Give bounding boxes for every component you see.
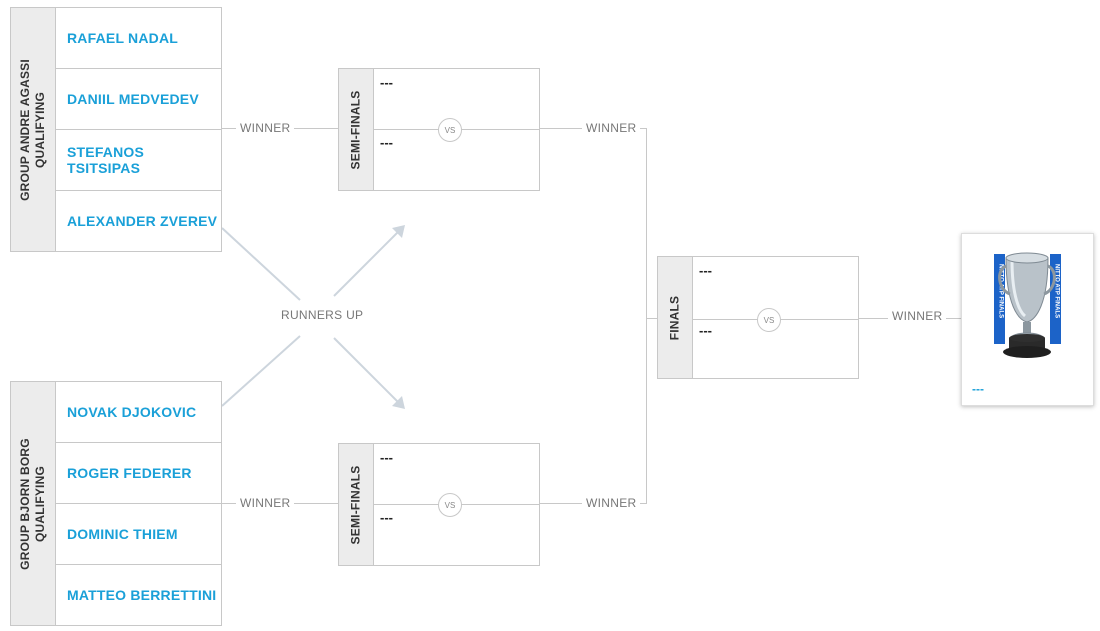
player-link[interactable]: NOVAK DJOKOVIC xyxy=(56,382,221,443)
group-label: GROUP BJORN BORG QUALIFYING xyxy=(18,438,48,570)
group-name: GROUP BJORN BORG xyxy=(18,437,32,570)
player-slot: --- xyxy=(380,510,393,525)
player-slot: --- xyxy=(380,450,393,465)
group-name: GROUP ANDRE AGASSI xyxy=(18,58,32,201)
champion-card[interactable]: NITTO ATP FINALS NITTO ATP FINALS --- xyxy=(961,233,1094,406)
group-label-panel: GROUP BJORN BORG QUALIFYING xyxy=(11,382,56,625)
arrow-line xyxy=(221,227,301,301)
group-qualifying: QUALIFYING xyxy=(33,91,47,168)
player-link[interactable]: MATTEO BERRETTINI xyxy=(67,587,217,603)
ribbon-text: NITTO ATP FINALS xyxy=(998,264,1004,318)
runners-up-label: RUNNERS UP xyxy=(277,308,368,322)
round-label: SEMI-FINALS xyxy=(348,90,363,169)
trophy-icon: NITTO ATP FINALS NITTO ATP FINALS xyxy=(994,252,1061,358)
player-list: NOVAK DJOKOVIC ROGER FEDERER DOMINIC THI… xyxy=(56,382,221,625)
match-body: --- --- VS xyxy=(374,444,539,565)
winner-label: WINNER xyxy=(582,121,641,135)
player-slot: --- xyxy=(699,323,712,338)
arrow-head xyxy=(392,225,405,238)
ribbon-text: NITTO ATP FINALS xyxy=(1054,264,1060,318)
round-label: FINALS xyxy=(667,295,682,340)
player-slot: --- xyxy=(699,263,712,278)
connector-line xyxy=(646,128,647,504)
winner-label: WINNER xyxy=(888,309,947,323)
player-link[interactable]: STEFANOS TSITSIPAS xyxy=(56,130,221,191)
group-label-panel: GROUP ANDRE AGASSI QUALIFYING xyxy=(11,8,56,251)
semifinal-match: SEMI-FINALS --- --- VS xyxy=(338,443,540,566)
vs-badge: VS xyxy=(438,118,462,142)
player-link[interactable]: RAFAEL NADAL xyxy=(56,8,221,69)
group-agassi: GROUP ANDRE AGASSI QUALIFYING RAFAEL NAD… xyxy=(10,7,222,252)
player-link[interactable]: ALEXANDER ZVEREV xyxy=(67,213,218,229)
arrow-line xyxy=(333,227,403,297)
champion-name: --- xyxy=(972,382,984,396)
connector-line xyxy=(646,318,657,319)
vs-badge: VS xyxy=(438,493,462,517)
group-qualifying: QUALIFYING xyxy=(33,465,47,542)
group-label: GROUP ANDRE AGASSI QUALIFYING xyxy=(18,59,48,201)
player-link[interactable]: DANIIL MEDVEDEV xyxy=(56,69,221,130)
player-list: RAFAEL NADAL DANIIL MEDVEDEV STEFANOS TS… xyxy=(56,8,221,251)
winner-label: WINNER xyxy=(236,121,295,135)
match-label-panel: FINALS xyxy=(658,257,693,378)
vs-badge: VS xyxy=(757,308,781,332)
winner-label: WINNER xyxy=(582,496,641,510)
arrow-line xyxy=(333,337,403,407)
semifinal-match: SEMI-FINALS --- --- VS xyxy=(338,68,540,191)
round-label: SEMI-FINALS xyxy=(348,465,363,544)
player-slot: --- xyxy=(380,135,393,150)
match-label-panel: SEMI-FINALS xyxy=(339,69,374,190)
match-body: --- --- VS xyxy=(374,69,539,190)
arrow-line xyxy=(221,335,301,407)
winner-label: WINNER xyxy=(236,496,295,510)
player-link[interactable]: ROGER FEDERER xyxy=(56,443,221,504)
player-link[interactable]: DOMINIC THIEM xyxy=(56,504,221,565)
player-slot: --- xyxy=(380,75,393,90)
finals-match: FINALS --- --- VS xyxy=(657,256,859,379)
match-body: --- --- VS xyxy=(693,257,858,378)
match-label-panel: SEMI-FINALS xyxy=(339,444,374,565)
group-borg: GROUP BJORN BORG QUALIFYING NOVAK DJOKOV… xyxy=(10,381,222,626)
arrow-head xyxy=(392,396,405,409)
